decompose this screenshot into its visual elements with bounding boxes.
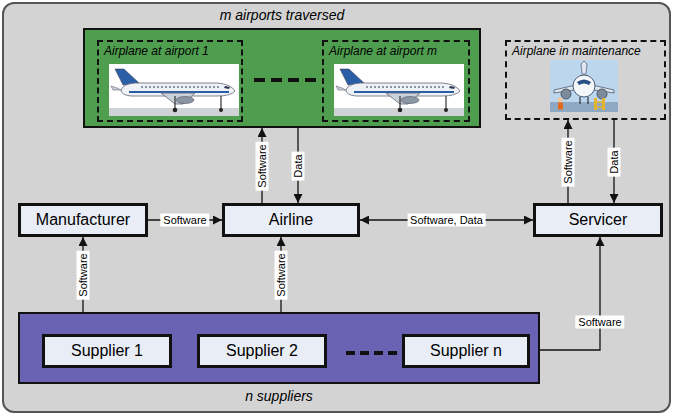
supplier-band: n suppliersSupplier 1Supplier 2Supplier …	[18, 312, 540, 384]
process-box: Supplier n	[402, 334, 530, 368]
process-box: Supplier 1	[42, 334, 172, 368]
flow-label: Software	[77, 250, 90, 299]
box-label: Servicer	[569, 211, 628, 229]
flow-label: Software	[562, 137, 575, 186]
group-heading: Airplane at airport m	[329, 44, 437, 58]
airport-band: m airports traversed Airplane at airport…	[83, 28, 481, 128]
process-box: Supplier 2	[197, 334, 327, 368]
box-label: Supplier 1	[71, 342, 143, 360]
box-label: Manufacturer	[36, 211, 130, 229]
flow-label: Data	[292, 151, 305, 180]
process-box: Manufacturer	[18, 203, 148, 237]
process-box: Airline	[222, 203, 360, 237]
group-heading: m airports traversed	[85, 7, 479, 23]
ellipsis-dashes	[344, 349, 400, 357]
flow-label: Software	[160, 214, 209, 227]
group-heading: Airplane at airport 1	[104, 44, 209, 58]
flow-arrow	[540, 237, 600, 350]
flow-label: Software	[275, 250, 288, 299]
group-heading: n suppliers	[20, 388, 538, 404]
ellipsis-dashes	[252, 76, 318, 84]
flow-label: Software	[256, 141, 269, 190]
group-heading: Airplane in maintenance	[512, 44, 641, 58]
airplane-frame: Airplane at airport m	[322, 40, 470, 122]
box-label: Airline	[269, 211, 313, 229]
airplane-picture	[334, 64, 464, 116]
maintenance-frame: Airplane in maintenance	[505, 40, 666, 120]
flow-label: Software, Data	[407, 214, 486, 227]
flow-label: Software	[575, 315, 624, 328]
flow-label: Data	[608, 147, 621, 176]
box-label: Supplier n	[430, 342, 502, 360]
box-label: Supplier 2	[226, 342, 298, 360]
process-box: Servicer	[533, 203, 663, 237]
airplane-frame: Airplane at airport 1	[97, 40, 243, 122]
maintenance-picture	[550, 60, 618, 112]
airplane-picture	[109, 64, 239, 116]
